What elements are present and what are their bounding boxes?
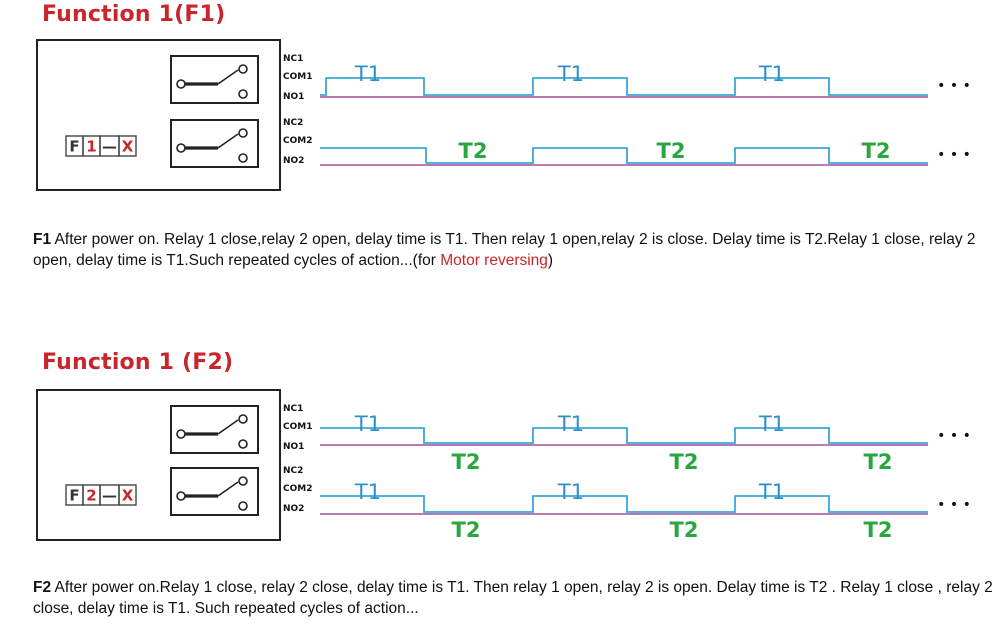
timing-label-t2: T2: [452, 518, 481, 542]
continuation-ellipsis: • • •: [937, 497, 971, 513]
relay-1-nc-terminal: [238, 414, 248, 424]
relay-1-no-terminal: [238, 439, 248, 449]
display-char: F: [69, 138, 79, 156]
relay-2-terminal-label: NO2: [283, 156, 304, 166]
wave-2-signal: [426, 147, 928, 164]
continuation-ellipsis: • • •: [937, 428, 971, 444]
relay-2-contact: [217, 133, 239, 149]
timing-label-t1: T1: [354, 412, 381, 436]
timing-label-t1: T1: [557, 62, 584, 86]
display-char: X: [122, 138, 134, 156]
relay-1-com-terminal: [176, 429, 186, 439]
relay-2-terminal-label: NO2: [283, 504, 304, 514]
relay-1-terminal-label: COM1: [283, 422, 312, 432]
controller-box: [36, 39, 281, 191]
relay-2-terminal-label: COM2: [283, 136, 312, 146]
timing-label-t1: T1: [758, 412, 785, 436]
continuation-ellipsis: • • •: [937, 78, 971, 94]
relay-2-nc-terminal: [238, 476, 248, 486]
relay-1-terminal-label: COM1: [283, 72, 312, 82]
relay-2-terminal-label: COM2: [283, 484, 312, 494]
timing-label-t2: T2: [452, 450, 481, 474]
description-f1-end: ): [547, 252, 554, 269]
relay-1-contact: [217, 69, 239, 85]
timing-label-t1: T1: [557, 480, 584, 504]
timing-label-t2: T2: [670, 450, 699, 474]
relay-2-com-terminal: [176, 143, 186, 153]
relay-2-terminal-label: NC2: [283, 466, 303, 476]
relay-1-box: [170, 405, 259, 454]
controller-box: [36, 389, 281, 541]
relay-1-com-terminal: [176, 79, 186, 89]
timing-label-t1: T1: [354, 480, 381, 504]
timing-label-t1: T1: [758, 62, 785, 86]
timing-label-t1: T1: [758, 480, 785, 504]
relay-1-terminal-label: NC1: [283, 404, 303, 414]
continuation-ellipsis: • • •: [937, 147, 971, 163]
relay-2-box: [170, 467, 259, 516]
relay-1-nc-terminal: [238, 64, 248, 74]
timing-label-t1: T1: [557, 412, 584, 436]
function-f2-description: F2 After power on.Relay 1 close, relay 2…: [33, 577, 993, 619]
display-char: 1: [86, 138, 96, 156]
timing-label-t2: T2: [864, 450, 893, 474]
wave-1-signal: [320, 77, 928, 96]
timing-label-t2: T2: [459, 139, 488, 163]
relay-1-box: [170, 55, 259, 104]
function-f1-title: Function 1(F1): [42, 2, 226, 27]
relay-1-terminal-label: NO1: [283, 92, 304, 102]
display-char: —: [102, 138, 117, 156]
relay-2-no-terminal: [238, 501, 248, 511]
description-f2-code: F2: [33, 579, 52, 596]
display-char: F: [69, 487, 79, 505]
description-f1-code: F1: [33, 231, 52, 248]
display-cell: [118, 135, 137, 157]
relay-2-contact: [217, 481, 239, 497]
timing-label-t1: T1: [354, 62, 381, 86]
display-char: —: [102, 487, 117, 505]
relay-2-box: [170, 119, 259, 168]
description-f2-text: After power on.Relay 1 close, relay 2 cl…: [33, 579, 993, 617]
timing-label-t2: T2: [862, 139, 891, 163]
display-cell: [118, 484, 137, 506]
function-f2-title: Function 1 (F2): [42, 350, 234, 375]
relay-1-no-terminal: [238, 89, 248, 99]
relay-2-no-terminal: [238, 153, 248, 163]
relay-2-com-terminal: [176, 491, 186, 501]
timing-label-t2: T2: [657, 139, 686, 163]
function-f1-description: F1 After power on. Relay 1 close,relay 2…: [33, 229, 993, 271]
timing-label-t2: T2: [864, 518, 893, 542]
wave-2-signal: [320, 495, 928, 513]
relay-2-nc-terminal: [238, 128, 248, 138]
timing-label-t2: T2: [670, 518, 699, 542]
relay-1-contact: [217, 419, 239, 435]
wave-2-signal: [320, 147, 427, 163]
relay-2-terminal-label: NC2: [283, 118, 303, 128]
display-char: X: [122, 487, 134, 505]
wave-1-signal: [320, 427, 928, 444]
description-f1-highlight: Motor reversing: [440, 252, 548, 269]
display-char: 2: [86, 487, 96, 505]
relay-1-terminal-label: NO1: [283, 442, 304, 452]
description-f1-text: After power on. Relay 1 close,relay 2 op…: [33, 231, 976, 269]
relay-1-terminal-label: NC1: [283, 54, 303, 64]
